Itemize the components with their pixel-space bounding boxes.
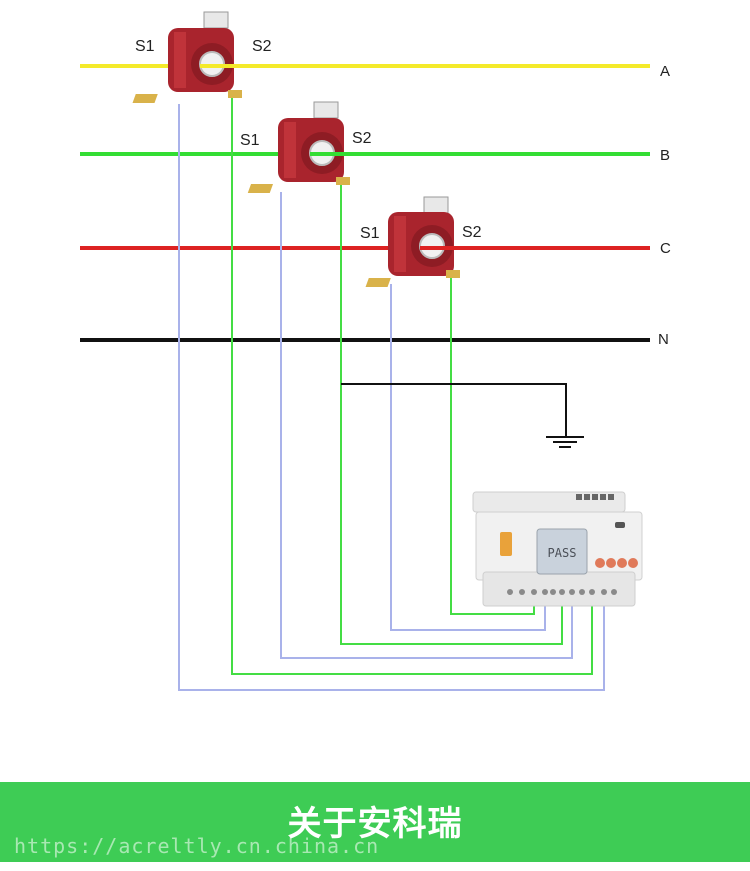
current-transformer-3 [365, 196, 460, 287]
meter-button-4 [628, 558, 638, 568]
wire-ct2-s2 [340, 180, 563, 645]
energy-meter: PASS [472, 491, 643, 607]
meter-button-1 [595, 558, 605, 568]
phase-label-a: A [660, 63, 670, 80]
wire-ct2-s1 [280, 192, 573, 659]
phase-label-b: B [660, 147, 670, 164]
meter-display-text: PASS [548, 546, 577, 560]
meter-button-3 [617, 558, 627, 568]
about-banner: 关于安科瑞 https://acreltly.cn.china.cn [0, 782, 750, 862]
wire-ct3-s1 [390, 284, 546, 631]
ct3-s2-label: S2 [462, 224, 482, 241]
wire-ct1-s2 [231, 94, 593, 675]
wire-ct1-s1 [178, 104, 605, 691]
wiring-diagram: A B C N [80, 11, 671, 691]
banner-title: 关于安科瑞 [287, 804, 463, 844]
ct1-s1-label: S1 [135, 38, 155, 55]
ct2-s1-label: S1 [240, 132, 260, 149]
ct3-s1-label: S1 [360, 225, 380, 242]
phase-label-c: C [660, 240, 671, 257]
current-transformer-1 [132, 11, 242, 103]
meter-button-2 [606, 558, 616, 568]
watermark-url: https://acreltly.cn.china.cn [14, 834, 380, 858]
meter-top-terminals [576, 494, 614, 500]
current-transformer-2 [247, 101, 350, 193]
ct1-s2-label: S2 [252, 38, 272, 55]
ct2-s2-label: S2 [352, 130, 372, 147]
phase-label-n: N [658, 331, 669, 348]
meter-bottom-terminals [507, 589, 617, 595]
ground-connection [341, 383, 584, 448]
